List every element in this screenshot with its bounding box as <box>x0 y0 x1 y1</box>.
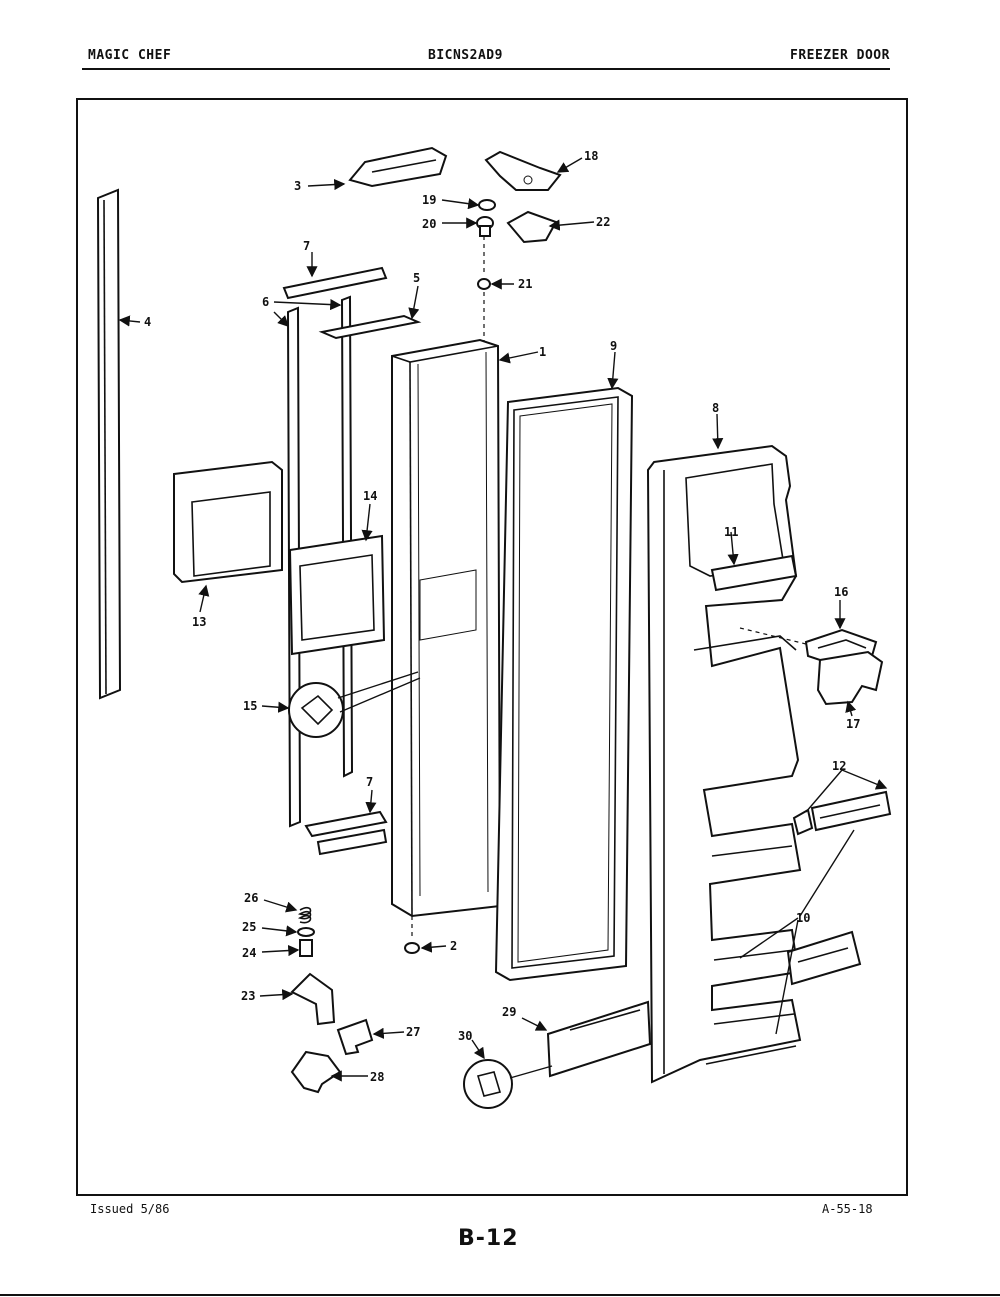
callout-28: 28 <box>370 1070 384 1084</box>
part-17-bracket <box>816 650 884 706</box>
bottom-rule <box>0 1294 1000 1296</box>
part-9-door-liner <box>494 386 634 982</box>
callout-12: 12 <box>832 759 846 773</box>
callout-18: 18 <box>584 149 598 163</box>
part-10-door-shelf-rail <box>786 930 862 986</box>
callout-26: 26 <box>244 891 258 905</box>
part-21-bushing <box>477 278 491 290</box>
callout-23: 23 <box>241 989 255 1003</box>
leader-lines <box>118 157 886 1082</box>
part-19-washer <box>478 199 496 211</box>
part-5-top-cap <box>318 314 422 340</box>
part-12-clips <box>792 790 892 836</box>
callout-7-top: 7 <box>303 239 310 253</box>
part-2-screw <box>404 942 420 954</box>
callout-9: 9 <box>610 339 617 353</box>
callout-16: 16 <box>834 585 848 599</box>
callout-27: 27 <box>406 1025 420 1039</box>
callout-7-bottom: 7 <box>366 775 373 789</box>
part-1-outer-door-panel <box>391 338 502 918</box>
callout-19: 19 <box>422 193 436 207</box>
callout-3: 3 <box>294 179 301 193</box>
part-23-bottom-hinge <box>290 972 336 1026</box>
part-25-washer <box>297 927 315 937</box>
callout-5: 5 <box>413 271 420 285</box>
part-8-inner-door-liner <box>646 444 802 1084</box>
callout-14: 14 <box>363 489 377 503</box>
callout-1: 1 <box>539 345 546 359</box>
callout-13: 13 <box>192 615 206 629</box>
callout-22: 22 <box>596 215 610 229</box>
part-27-bracket <box>336 1018 374 1056</box>
part-3-hinge-cover <box>348 146 448 188</box>
part-20-bushing <box>476 216 494 237</box>
part-13-dispenser-housing <box>173 460 283 584</box>
callout-20: 20 <box>422 217 436 231</box>
part-24-cam <box>299 939 313 957</box>
callout-8: 8 <box>712 401 719 415</box>
callout-10: 10 <box>796 911 810 925</box>
callout-labels: 1 2 3 4 5 6 7 7 8 9 10 11 12 13 14 15 16… <box>144 149 860 1084</box>
diagram-frame <box>76 98 908 1196</box>
part-22-hinge-shim <box>506 210 558 244</box>
header-rule <box>82 68 890 70</box>
footer-document-code: A-55-18 <box>822 1202 873 1216</box>
callout-24: 24 <box>242 946 256 960</box>
callout-11: 11 <box>724 525 738 539</box>
callout-29: 29 <box>502 1005 516 1019</box>
callout-6: 6 <box>262 295 269 309</box>
callout-2: 2 <box>450 939 457 953</box>
header-model-number: BICNS2AD9 <box>428 48 503 63</box>
part-26-spring <box>297 907 312 924</box>
callout-30: 30 <box>458 1029 472 1043</box>
part-7-bottom-trim <box>304 810 388 856</box>
header-brand: MAGIC CHEF <box>88 48 172 63</box>
callout-21: 21 <box>518 277 532 291</box>
footer-issue-date: Issued 5/86 <box>90 1202 170 1216</box>
callout-17: 17 <box>846 717 860 731</box>
part-4-gasket-strip <box>96 188 122 700</box>
callout-4: 4 <box>144 315 151 329</box>
part-7-top-trim <box>282 266 388 300</box>
part-18-top-hinge <box>484 150 562 191</box>
part-28-hinge-cover <box>290 1050 342 1094</box>
dispenser-axis-line <box>739 627 807 645</box>
part-29-bottom-strip <box>546 1000 652 1078</box>
part-30-detail-circle <box>463 1059 553 1109</box>
callout-25: 25 <box>242 920 256 934</box>
part-14-dispenser-frame <box>288 534 386 656</box>
header-section-title: FREEZER DOOR <box>790 48 890 63</box>
page-number: B-12 <box>458 1226 519 1251</box>
callout-15: 15 <box>243 699 257 713</box>
part-11-shelf <box>710 554 798 592</box>
